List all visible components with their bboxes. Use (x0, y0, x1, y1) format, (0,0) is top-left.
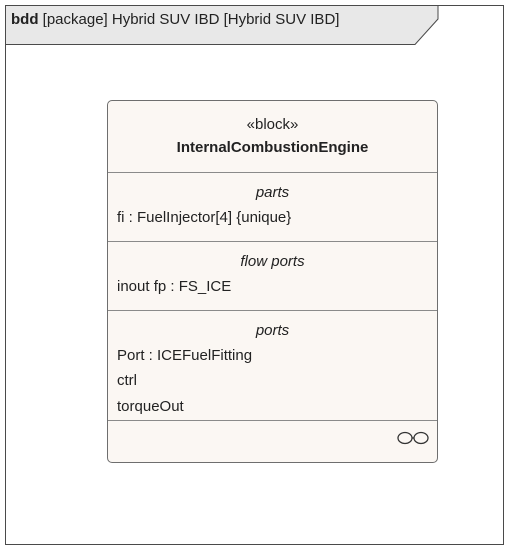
ports-compartment-title: ports (255, 322, 290, 339)
parts-compartment: parts fi : FuelInjector[4] {unique} (108, 173, 437, 242)
frame-keyword: bdd (11, 11, 39, 28)
parts-compartment-title: parts (255, 184, 290, 201)
frame-title: bdd [package] Hybrid SUV IBD [Hybrid SUV… (11, 11, 339, 28)
port-item: ctrl (117, 372, 137, 389)
flow-ports-compartment-title: flow ports (240, 253, 305, 270)
part-property: fi : FuelInjector[4] {unique} (117, 209, 292, 226)
block-header: «block» InternalCombustionEngine (108, 101, 437, 173)
frame-title-text: [package] Hybrid SUV IBD [Hybrid SUV IBD… (38, 11, 340, 28)
chain-link-icon (397, 431, 429, 445)
flow-port-item: inout fp : FS_ICE (117, 278, 232, 295)
frame-title-tab (5, 5, 439, 45)
block-internal-combustion-engine[interactable]: «block» InternalCombustionEngine parts f… (107, 100, 438, 463)
ports-compartment: ports Port : ICEFuelFitting ctrl torqueO… (108, 311, 437, 421)
flow-ports-compartment: flow ports inout fp : FS_ICE (108, 242, 437, 311)
block-stereotype: «block» (246, 116, 299, 133)
port-item: Port : ICEFuelFitting (117, 347, 253, 364)
port-item: torqueOut (117, 398, 184, 415)
block-name: InternalCombustionEngine (176, 139, 369, 156)
